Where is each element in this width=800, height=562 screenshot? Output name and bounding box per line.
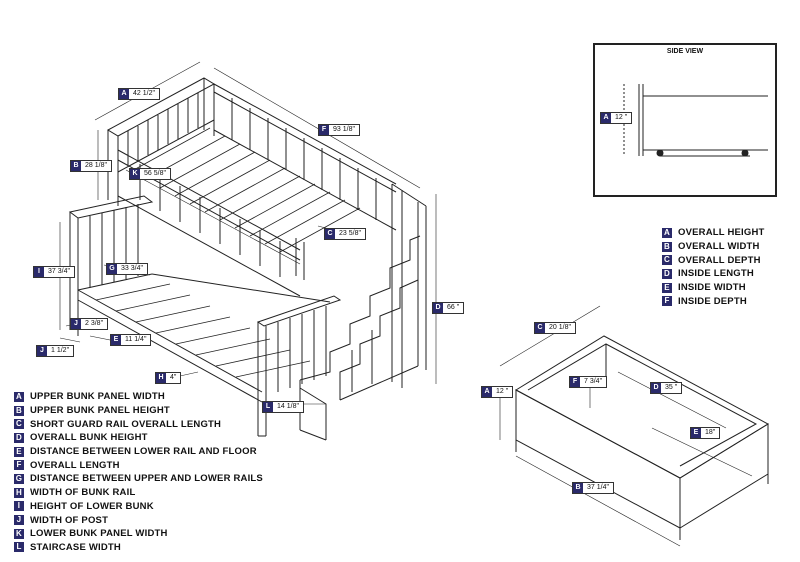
drawer-drawing — [499, 305, 770, 547]
side-view-title: SIDE VIEW — [666, 48, 704, 55]
bunk-bed-drawing — [59, 61, 437, 441]
